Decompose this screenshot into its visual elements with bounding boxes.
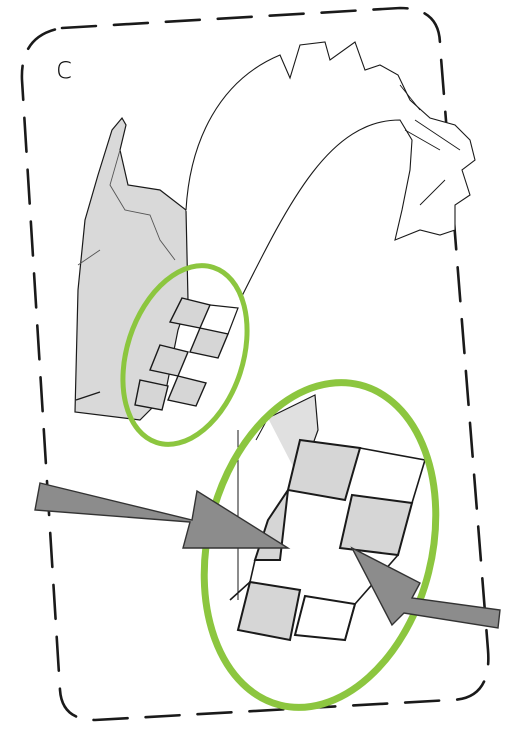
dashed-frame bbox=[20, 6, 490, 722]
panel-label: c bbox=[56, 51, 73, 86]
arrow-left bbox=[34, 482, 291, 549]
arrow-right bbox=[350, 546, 501, 629]
highlight-ellipse-small bbox=[120, 263, 250, 447]
hand-outline bbox=[185, 41, 476, 301]
small-weave-pattern bbox=[134, 297, 239, 411]
